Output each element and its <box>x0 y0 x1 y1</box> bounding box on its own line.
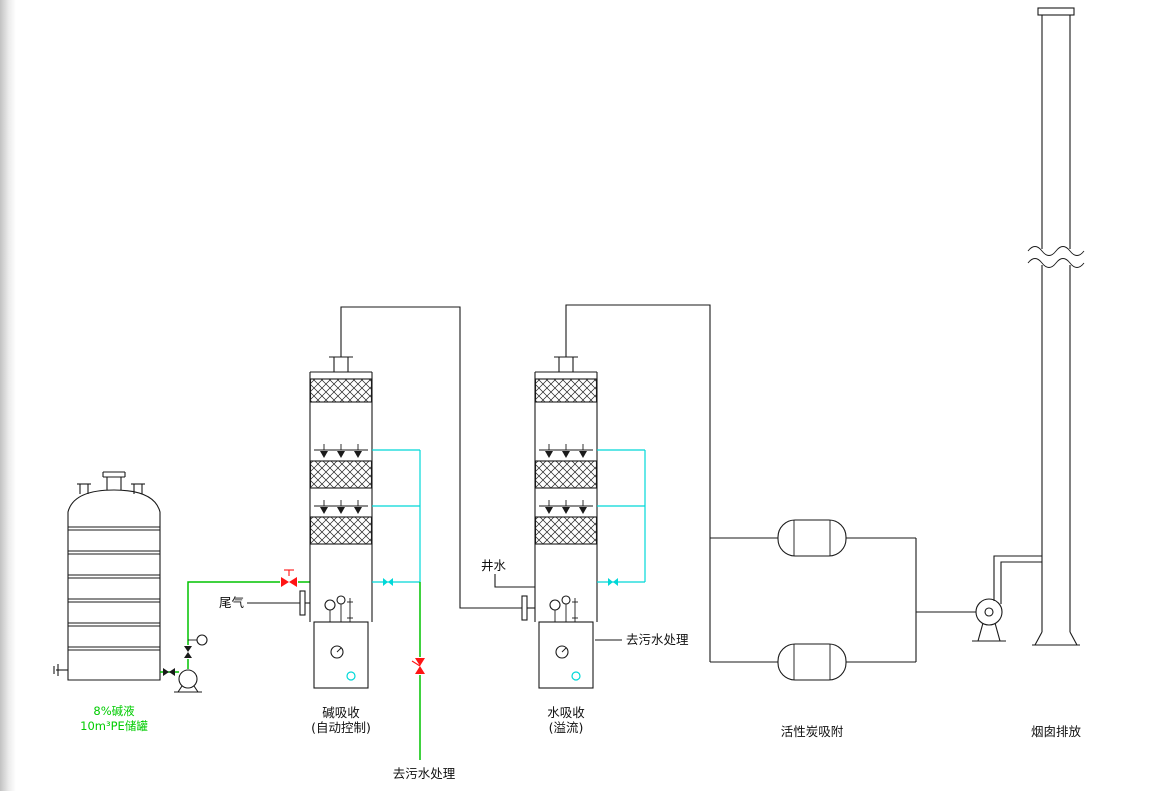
recirculation-valve-1 <box>383 578 393 586</box>
carbon-vessel-top <box>777 519 847 557</box>
tower2-label-name: 水吸收 <box>547 705 585 720</box>
induced-draft-fan <box>972 555 1042 642</box>
gas-line-tower2-to-carbon <box>565 304 778 663</box>
tower1-label-name: 碱吸收 <box>322 705 360 720</box>
wastewater-bottom-label: 去污水处理 <box>393 766 456 781</box>
tank-top-nozzles <box>77 471 145 494</box>
tower2-inlet-flange <box>521 595 528 621</box>
well-water-label: 井水 <box>481 558 507 573</box>
tower2-label-mode: (溢流) <box>549 720 584 735</box>
activated-carbon-vessels <box>777 519 976 681</box>
tank-drain-stub <box>53 664 68 676</box>
tank-label-line1: 8%碱液 <box>93 704 135 718</box>
tower1-drain-line <box>411 582 427 760</box>
red-control-valve-drain <box>411 657 427 675</box>
wastewater-side-label: 去污水处理 <box>626 632 689 647</box>
tail-gas-label: 尾气 <box>219 595 245 610</box>
page-edge-shadow <box>0 0 16 791</box>
stack-break-symbol <box>1027 246 1085 268</box>
tower1-recirculation-line <box>372 449 421 586</box>
recirculation-valve-2 <box>608 578 618 586</box>
alkali-feed-line <box>160 569 310 676</box>
carbon-unit-label: 活性炭吸附 <box>781 724 844 739</box>
tower2-recirculation-line <box>597 449 646 586</box>
tower1-label-mode: (自动控制) <box>311 720 371 735</box>
inlet-flange <box>299 590 306 616</box>
tank-label-line2: 10m³PE储罐 <box>80 719 148 733</box>
tank-outlet-valve <box>163 668 175 676</box>
chimney-stack <box>1027 7 1085 646</box>
alkali-absorption-tower <box>309 356 373 689</box>
carbon-vessel-bottom <box>777 643 847 681</box>
tail-gas-inlet <box>247 590 310 616</box>
water-absorption-tower <box>534 356 598 689</box>
gas-line-tower1-to-tower2 <box>340 306 535 621</box>
red-control-valve-feed <box>280 569 298 588</box>
pressure-gauge <box>188 634 208 646</box>
well-water-line <box>494 574 535 588</box>
pump-discharge-valve <box>183 645 193 659</box>
chimney-label: 烟囱排放 <box>1031 724 1082 739</box>
alkali-storage-tank <box>53 471 161 681</box>
alkali-pump <box>174 669 202 693</box>
